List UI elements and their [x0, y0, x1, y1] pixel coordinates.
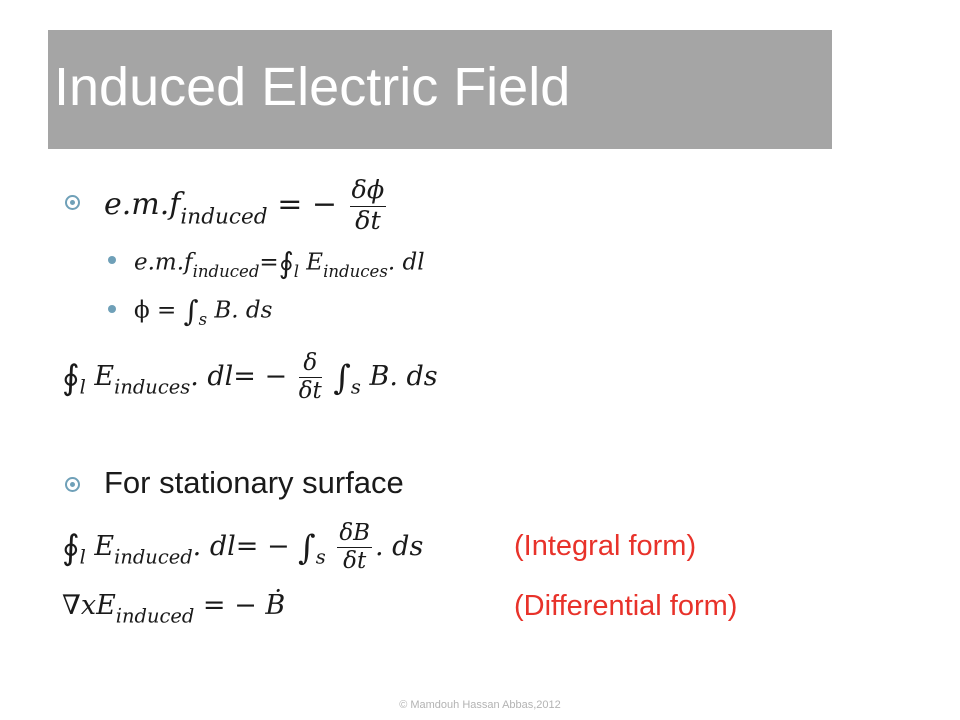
slide-title: Induced Electric Field	[54, 57, 571, 117]
contour-integral: ∮	[278, 246, 294, 280]
bullet-ring-icon	[65, 195, 80, 210]
copyright-footer: © Mamdouh Hassan Abbas,2012	[399, 699, 561, 711]
emf-subscript: induced	[180, 204, 268, 230]
differential-form-label: (Differential form)	[514, 590, 738, 622]
bullet-dot-icon	[108, 305, 116, 313]
title-bar: Induced Electric Field	[48, 30, 832, 149]
bullet-dot-icon	[108, 256, 116, 264]
emf-integral-equation: e.m.finduced=∮l Einduces. dl	[134, 246, 425, 281]
flux-equation: ϕ = ∫s B. ds	[134, 294, 273, 329]
emf-symbol: e.m.f	[104, 187, 181, 222]
bullet-ring-icon	[65, 477, 80, 492]
equals-minus: = −	[277, 187, 337, 222]
integral-form-label: (Integral form)	[514, 530, 697, 562]
differential-form-equation: ∇xEinduced = − Ḃ	[62, 590, 286, 628]
surface-integral: ∫	[183, 294, 199, 328]
stationary-surface-label: For stationary surface	[104, 465, 404, 500]
